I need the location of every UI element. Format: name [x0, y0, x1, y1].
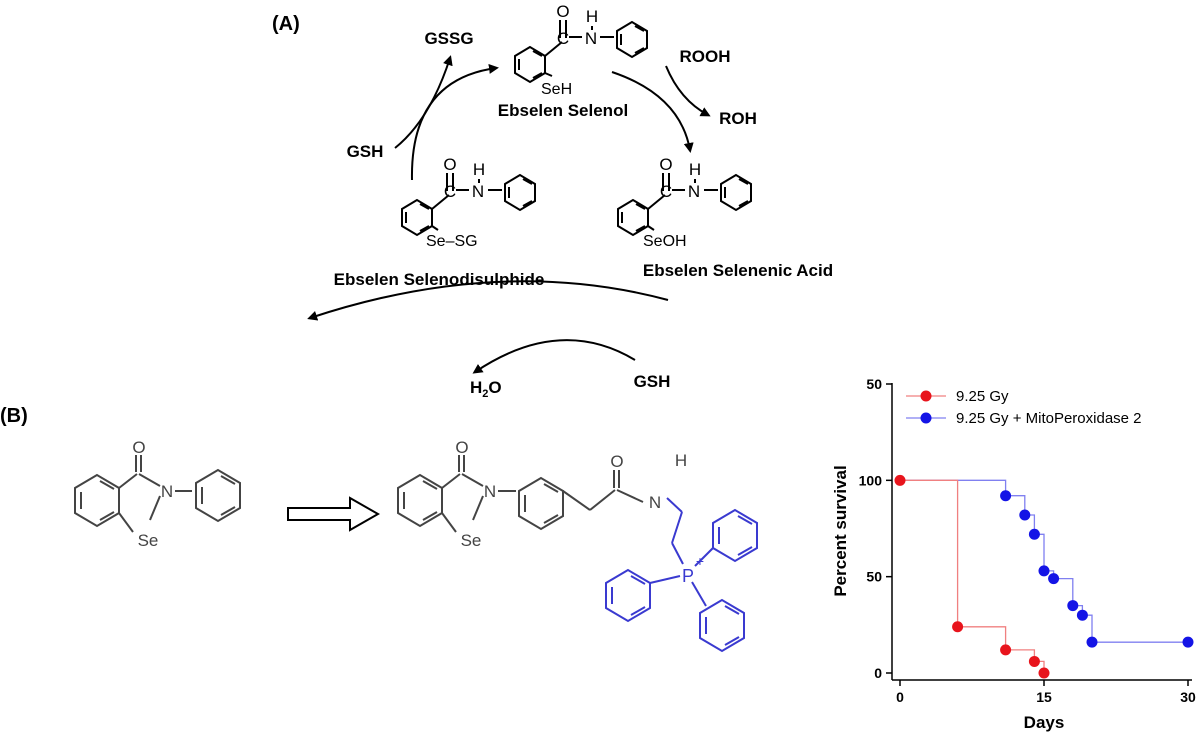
- acid-amide-n: N: [688, 182, 700, 201]
- x-tick-label: 30: [1180, 689, 1196, 705]
- acid-amide-o: O: [659, 155, 672, 174]
- y-axis-label: Percent survival: [831, 465, 850, 596]
- h2o-h: H: [470, 378, 482, 397]
- data-point: [1076, 609, 1088, 621]
- reagent-gssg: GSSG: [424, 29, 473, 48]
- y-tick-label: 100: [859, 472, 883, 488]
- data-point: [1000, 490, 1012, 502]
- disulphide-amide-c: C: [444, 182, 456, 201]
- molecule-mitoperoxidase-2: [397, 455, 644, 533]
- y-tick-label: 0: [874, 665, 882, 681]
- mito-p: P: [682, 566, 694, 586]
- acid-amide-c: C: [660, 182, 672, 201]
- triphenylphosphonium-group: [605, 497, 758, 653]
- arrow-acid-to-disulphide: [307, 280, 669, 321]
- selenol-amide-n: N: [585, 29, 597, 48]
- data-point: [1182, 636, 1194, 648]
- ebselen-se: Se: [138, 531, 159, 550]
- legend-marker: [920, 412, 932, 424]
- conversion-arrow: [287, 496, 381, 532]
- data-point: [1019, 509, 1031, 521]
- legend-marker: [920, 390, 932, 402]
- x-tick-label: 0: [896, 689, 904, 705]
- selenol-amide-h: H: [586, 7, 598, 26]
- y-ticks: 0 50 100 50: [859, 376, 892, 681]
- y-tick-label: 50: [866, 569, 882, 585]
- data-point: [1067, 600, 1079, 612]
- data-point: [1086, 636, 1098, 648]
- y-tick-label: 50: [866, 376, 882, 392]
- molecule-ebselen-selenenic-acid: [617, 173, 752, 237]
- data-point: [1038, 667, 1050, 679]
- legend-label: 9.25 Gy + MitoPeroxidase 2: [956, 410, 1142, 427]
- data-point: [952, 621, 964, 633]
- disulphide-name: Ebselen Selenodisulphide: [334, 270, 545, 289]
- data-point: [1038, 565, 1050, 577]
- selenol-group: SeH: [541, 81, 572, 98]
- arrow-gsh-in-left: [394, 55, 453, 149]
- ebselen-n: N: [161, 482, 173, 501]
- legend: 9.25 Gy 9.25 Gy + MitoPeroxidase 2: [906, 388, 1142, 427]
- acid-name: Ebselen Selenenic Acid: [643, 261, 833, 280]
- data-point: [894, 474, 906, 486]
- reagent-gsh-left: GSH: [347, 142, 384, 161]
- acid-group: SeOH: [643, 233, 687, 250]
- x-tick-label: 15: [1036, 689, 1052, 705]
- reagent-roh: ROH: [719, 109, 757, 128]
- arrow-selenol-to-acid: [611, 71, 694, 153]
- h2o-sub: 2: [482, 388, 488, 400]
- selenol-amide-o: O: [556, 2, 569, 21]
- selenol-name: Ebselen Selenol: [498, 101, 628, 120]
- mito-nh-h: H: [675, 451, 687, 470]
- disulphide-amide-o: O: [443, 155, 456, 174]
- mito-nh-n: N: [649, 493, 661, 512]
- reaction-cycle-arrows: [307, 55, 711, 374]
- mito-o2: O: [610, 452, 623, 471]
- mito-plus: +: [696, 553, 704, 569]
- disulphide-group: Se–SG: [426, 233, 478, 250]
- molecule-ebselen-selenodisulphide: [401, 173, 536, 237]
- molecule-ebselen: [74, 455, 241, 533]
- disulphide-amide-h: H: [473, 160, 485, 179]
- selenol-amide-c: C: [557, 29, 569, 48]
- reagent-rooh: ROOH: [680, 47, 731, 66]
- molecule-ebselen-selenol: [514, 20, 648, 84]
- data-point: [1028, 528, 1040, 540]
- data-point: [1048, 573, 1060, 585]
- arrow-gsh-in-bottom: [472, 339, 636, 374]
- series-layer: [894, 474, 1194, 679]
- mito-n1: N: [484, 482, 496, 501]
- ebselen-o: O: [132, 438, 145, 457]
- legend-label: 9.25 Gy: [956, 388, 1009, 405]
- survival-chart: Percent survival Days 0 50 100 50 0 15 30 9.2…: [831, 376, 1196, 732]
- series-line: [900, 479, 1188, 643]
- panel-a-label: (A): [272, 13, 300, 35]
- mito-se: Se: [461, 531, 482, 550]
- arrow-rooh-in: [665, 65, 711, 117]
- reagent-h2o: H2O: [470, 378, 502, 400]
- x-ticks: 0 15 30: [896, 680, 1196, 705]
- data-point: [1028, 655, 1040, 667]
- x-axis-label: Days: [1024, 713, 1065, 732]
- series-line: [900, 479, 1045, 673]
- disulphide-amide-n: N: [472, 182, 484, 201]
- panel-b-label: (B): [0, 405, 28, 427]
- data-point: [1000, 644, 1012, 656]
- reagent-gsh-bottom: GSH: [634, 372, 671, 391]
- h2o-o: O: [488, 378, 501, 397]
- mito-o1: O: [455, 438, 468, 457]
- acid-amide-h: H: [689, 160, 701, 179]
